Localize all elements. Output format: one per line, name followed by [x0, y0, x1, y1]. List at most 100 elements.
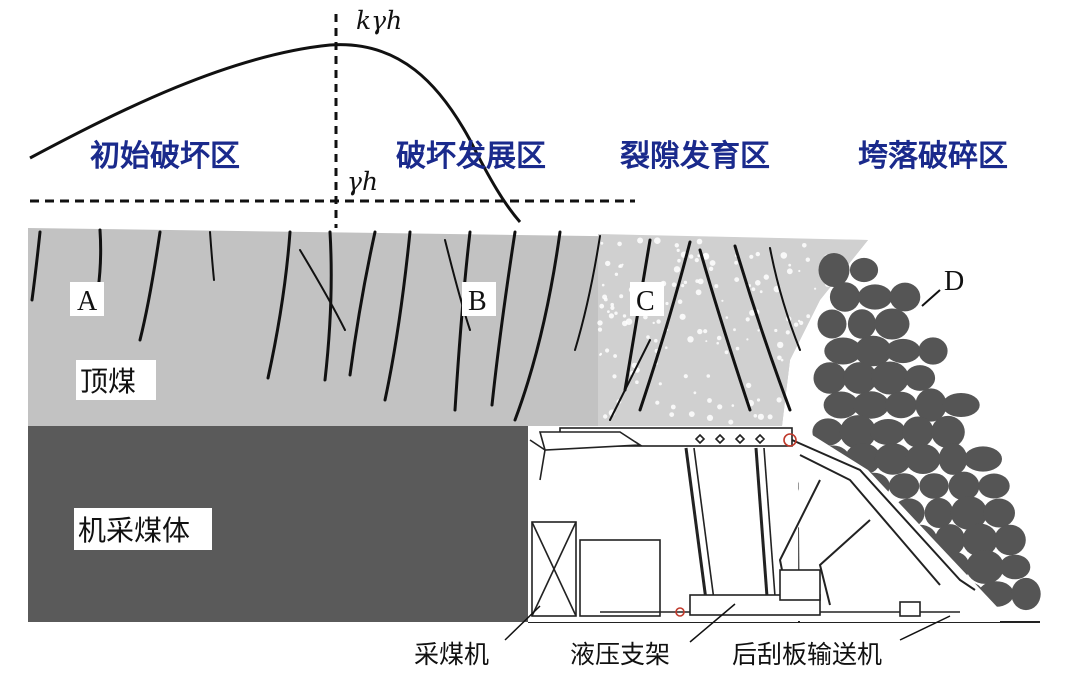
fracture-speckle — [670, 404, 676, 410]
hydraulic-support — [528, 426, 1000, 622]
caving-fragment — [854, 335, 892, 367]
fracture-line — [30, 230, 42, 302]
caving-fragment — [874, 443, 912, 475]
fracture-speckle — [746, 338, 749, 341]
caving-fragment — [824, 337, 862, 365]
fracture-speckle — [621, 263, 624, 266]
fracture-speckle — [597, 327, 603, 332]
fracture-line — [574, 235, 601, 351]
fracture-speckle — [697, 254, 701, 258]
caving-fragment — [870, 419, 906, 445]
caving-fragment — [857, 284, 893, 310]
fracture-speckle — [681, 284, 685, 288]
fracture-line — [383, 230, 412, 402]
caving-fragment — [915, 388, 947, 422]
fracture-line — [513, 230, 562, 422]
caving-fragment — [942, 393, 980, 417]
fracture-speckle — [608, 313, 615, 319]
fracture-line — [609, 339, 651, 421]
caving-fragment — [924, 498, 954, 528]
fracture-speckle — [688, 411, 695, 417]
fracture-line — [490, 230, 517, 407]
fracture-speckle — [745, 382, 752, 389]
fracture-speckle — [637, 237, 644, 244]
fracture-speckle — [714, 284, 719, 289]
caving-fragment — [874, 308, 910, 340]
fracture-speckle — [683, 280, 688, 285]
fracture-speckle — [763, 274, 769, 280]
fracture-speckle — [777, 355, 782, 361]
caving-fragment — [839, 415, 877, 449]
top-coal-label-box — [76, 360, 156, 400]
fracture-speckle — [665, 346, 668, 350]
marker-b: B — [468, 286, 487, 317]
conveyor-label: 后刮板输送机 — [732, 640, 882, 669]
fracture-speckle — [755, 251, 760, 257]
fracture-speckle — [749, 254, 754, 259]
fracture-speckle — [612, 374, 617, 379]
fracture-speckle — [716, 335, 722, 341]
fracture-line — [733, 244, 792, 412]
fracture-speckle — [731, 404, 735, 407]
abutment-stress-curve — [29, 43, 522, 223]
fracture-speckle — [716, 341, 719, 345]
fracture-line — [348, 230, 377, 377]
fracture-speckle — [734, 277, 740, 282]
fracture-speckle — [665, 301, 669, 306]
fracture-speckle — [799, 320, 804, 325]
caving-fragment — [904, 365, 936, 391]
fracture-speckle — [728, 419, 734, 425]
fracture-speckle — [677, 258, 681, 263]
fracture-speckle — [697, 328, 703, 335]
caving-fragment — [1011, 577, 1041, 611]
fracture-speckle — [721, 299, 724, 302]
caving-fragment — [999, 554, 1031, 580]
caving-fragment — [983, 498, 1015, 528]
fracture-speckle — [683, 374, 688, 379]
fracture-speckle — [796, 374, 801, 380]
caving-fragment — [871, 361, 909, 395]
mined-coal-label-box — [74, 508, 212, 550]
fracture-speckle — [597, 320, 603, 326]
fracture-speckle — [707, 398, 712, 403]
fracture-speckle — [749, 309, 756, 316]
fracture-speckle — [614, 311, 618, 315]
fracture-speckle — [797, 319, 801, 323]
fracture-speckle — [600, 241, 604, 245]
fracture-speckle — [652, 321, 655, 325]
fracture-speckle — [757, 413, 765, 420]
fracture-speckle — [753, 414, 758, 418]
caving-fragment — [919, 473, 949, 499]
fracture-speckle — [774, 328, 778, 333]
fracture-speckle — [767, 414, 773, 420]
fracture-speckle — [806, 314, 811, 319]
fracture-speckle — [805, 257, 810, 262]
fracture-speckle — [694, 258, 699, 263]
caving-fragment — [962, 523, 998, 557]
fracture-speckle — [734, 260, 738, 265]
fracture-speckle — [618, 265, 621, 268]
fracture-speckle — [599, 352, 603, 356]
fracture-speckle — [705, 340, 708, 343]
fracture-speckle — [687, 336, 694, 343]
marker-b-box — [462, 282, 496, 316]
fracture-line — [299, 249, 346, 331]
caving-fragment — [849, 257, 879, 283]
fracture-speckle — [745, 317, 750, 322]
caving-fragment — [829, 282, 861, 312]
fracture-speckle — [676, 248, 680, 252]
fracture-speckle — [793, 322, 799, 327]
fracture-speckle — [757, 329, 760, 332]
fracture-speckle — [786, 268, 793, 275]
caving-fragment — [935, 524, 965, 556]
caving-fragment — [888, 473, 920, 499]
caving-fragment — [823, 391, 859, 419]
caving-fragment — [885, 338, 921, 364]
fracture-speckle — [780, 358, 784, 362]
fracture-speckle — [622, 320, 628, 327]
shearer-label: 采煤机 — [414, 640, 489, 669]
fracture-speckle — [679, 313, 686, 320]
fracture-speckle — [669, 412, 675, 417]
zone-label-caving: 垮落破碎区 — [858, 139, 1008, 174]
fracture-speckle — [777, 341, 784, 349]
